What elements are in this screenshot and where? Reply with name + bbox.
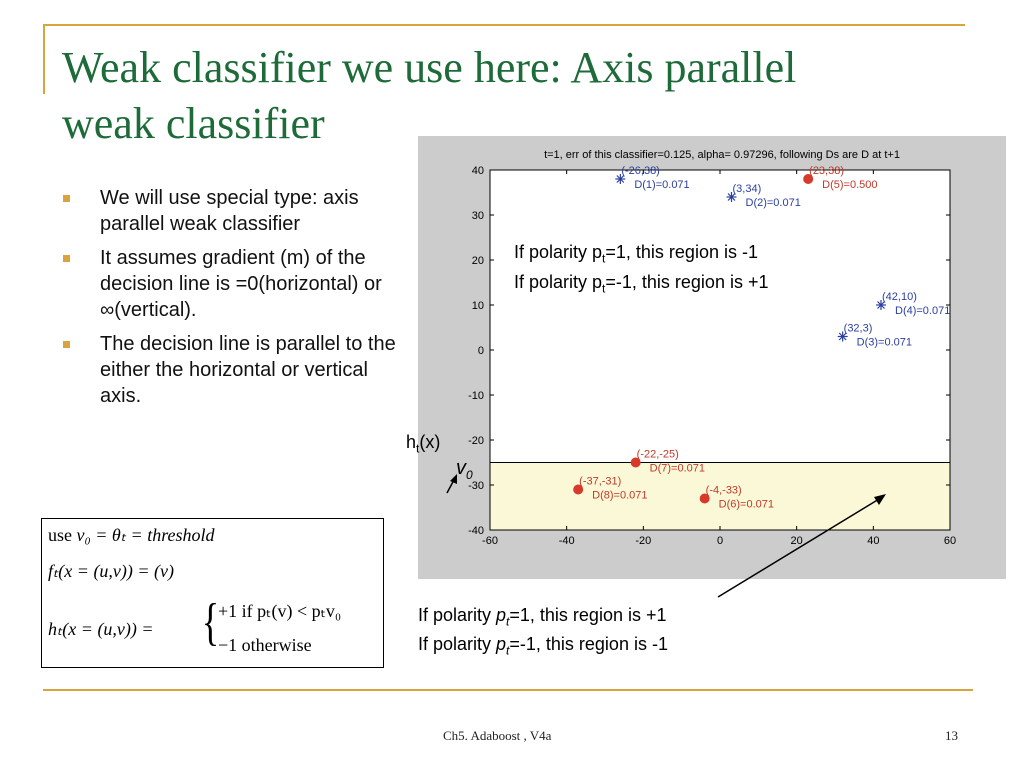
lower-region-note-1: If polarity pt=1, this region is +1 [418,603,667,634]
bullet-list: We will use special type: axis parallel … [60,185,410,417]
title-line-2: weak classifier [62,99,325,148]
title-frame-left [43,24,45,94]
bullet-square-icon [63,195,70,202]
note-p: p [496,605,507,625]
brace-symbol: { [201,594,220,651]
bullet-text: It assumes gradient (m) of the decision … [100,247,382,321]
formula-case-1: +1 if pₜ(v) < pₜv₀ [218,601,342,621]
v0-sub: 0 [466,468,473,482]
bullet-text: We will use special type: axis parallel … [100,187,359,235]
note-sub: t [506,614,510,629]
v0-v: v [456,457,466,479]
ht-rest: (x) [419,432,441,452]
bullet-square-icon [63,341,70,348]
ht-h: h [406,432,417,452]
upper-region-note-2: If polarity pt=-1, this region is +1 [514,270,768,301]
bullet-item: It assumes gradient (m) of the decision … [60,245,410,323]
formula-box: use v₀ = θₜ = threshold fₜ(x = (u,v)) = … [41,518,384,668]
formula-use: use [48,525,72,545]
plot-background [418,136,1006,579]
bullet-item: We will use special type: axis parallel … [60,185,410,237]
ht-label: ht(x) [406,430,440,461]
note-text: If polarity [418,634,497,654]
note-text: =1, this region is -1 [605,242,758,262]
title-frame-top [43,24,965,26]
title-line-1: Weak classifier we use here: Axis parall… [62,43,797,92]
bullet-item: The decision line is parallel to the eit… [60,331,410,409]
note-text: If polarity p [514,272,603,292]
upper-region-note-1: If polarity pt=1, this region is -1 [514,240,758,271]
footer-course: Ch5. Adaboost , V4a [443,728,552,743]
note-p: p [496,634,507,654]
formula-h: hₜ(x = (u,v)) = [48,619,154,639]
bullet-square-icon [63,255,70,262]
bullet-text: The decision line is parallel to the eit… [100,333,396,407]
formula-f: fₜ(x = (u,v)) = (v) [48,561,175,581]
note-sub: t [602,251,606,266]
page-number: 13 [945,728,958,743]
formula-line-f: fₜ(x = (u,v)) = (v) [48,561,174,582]
lower-region-note-2: If polarity pt=-1, this region is -1 [418,632,668,663]
ht-sub: t [416,441,420,456]
slide-title: Weak classifier we use here: Axis parall… [62,40,942,152]
v0-label: v0 [456,456,473,487]
formula-case-2: −1 otherwise [218,635,312,655]
formula-line-h: hₜ(x = (u,v)) = [48,619,154,640]
note-text: If polarity [418,605,497,625]
note-text: If polarity p [514,242,603,262]
formula-threshold: v₀ = θₜ = threshold [76,525,215,545]
note-text: =1, this region is +1 [509,605,667,625]
note-text: =-1, this region is +1 [605,272,769,292]
footer-divider [43,689,973,691]
note-text: =-1, this region is -1 [509,634,668,654]
note-sub: t [602,281,606,296]
formula-line-threshold: use v₀ = θₜ = threshold [48,525,215,546]
note-sub: t [506,643,510,658]
